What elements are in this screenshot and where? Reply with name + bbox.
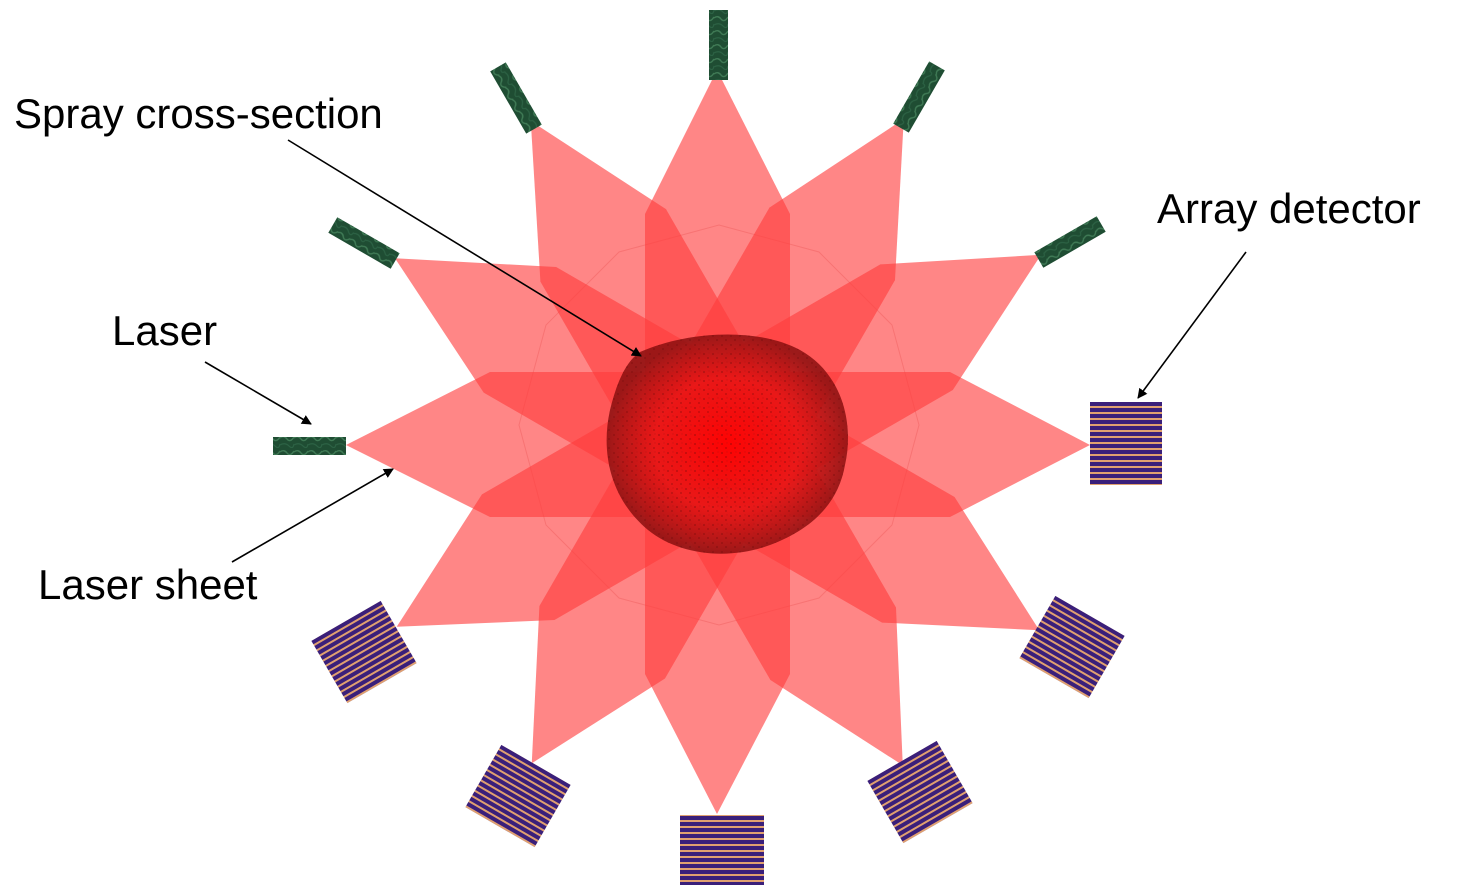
array-detector-label: Array detector (1157, 185, 1421, 232)
laser-sheet-label: Laser sheet (38, 561, 258, 608)
laser-body (709, 10, 728, 80)
array-detector (465, 744, 571, 848)
lasers (273, 10, 1106, 455)
arrow-spray (287, 139, 642, 357)
array-detector (680, 815, 764, 885)
laser-body (1034, 216, 1106, 268)
annotation-arrows (204, 139, 1247, 563)
spray-texture (606, 334, 848, 554)
array-detector (867, 740, 973, 844)
laser-body (490, 62, 542, 134)
arrow-laser-sheet (231, 468, 394, 563)
laser-body (328, 217, 400, 269)
arrow-laser (204, 361, 312, 425)
laser-body (273, 437, 346, 455)
array-detector (1090, 402, 1162, 485)
laser-label: Laser (112, 307, 218, 354)
array-detector (1019, 595, 1125, 699)
arrow-array-detector (1137, 251, 1247, 399)
array-detector (311, 600, 417, 704)
laser-body (893, 61, 945, 133)
array-detectors (311, 402, 1162, 885)
spray-cross-section-label: Spray cross-section (14, 90, 383, 137)
